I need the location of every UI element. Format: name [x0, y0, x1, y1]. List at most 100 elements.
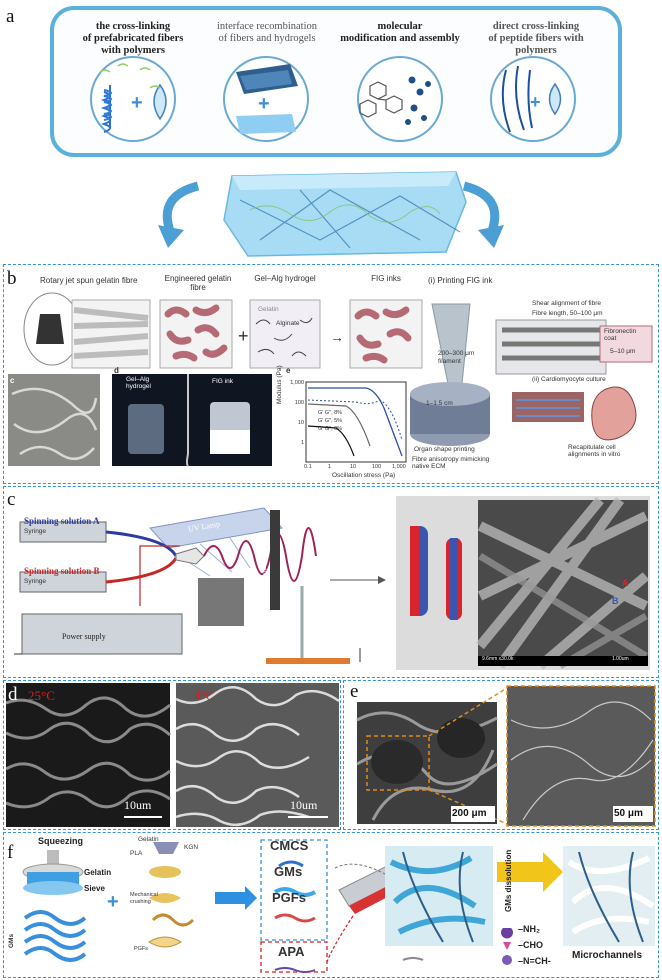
panel-c-label: c [7, 489, 16, 510]
panel-c-graphic [14, 496, 650, 670]
xtick-1: 0.1 [304, 464, 312, 470]
method-4-line1: direct cross-linking [492, 21, 580, 32]
method-3-line2: modification and assembly [340, 33, 460, 44]
organ-size: 1–1.5 cm [426, 400, 453, 407]
method-1-line1: the cross-linking [95, 21, 171, 32]
panel-b-label: b [7, 268, 17, 289]
xtick-4: 100 [372, 464, 382, 470]
temp-left: 25°C [28, 688, 55, 703]
anisotropy-label: Fibre anisotropy mimicking native ECM [412, 456, 490, 470]
plot-ylabel: Modulus (Pa) [276, 365, 283, 404]
squeezing-label: Squeezing [38, 836, 84, 846]
sem-mark-a: A [622, 578, 629, 588]
svg-text:→: → [330, 329, 344, 345]
alginate-label: Alginate [276, 320, 300, 327]
shear-title: Shear alignment of fibre [532, 300, 602, 307]
pgfs-small-label: PGFs [134, 946, 149, 952]
ytick-2: 100 [294, 400, 304, 406]
microchannels-label: Microchannels [572, 950, 643, 961]
method-3-line1: molecular [377, 21, 423, 32]
method-1-text: the cross-linking of prefabricated fiber… [74, 21, 192, 57]
scale-d-right: 10um [290, 798, 318, 812]
sub-e-label: e [286, 366, 291, 375]
panel-b-frame [3, 264, 659, 484]
panel-c-frame [3, 486, 659, 678]
kgn-label: KGN [184, 844, 199, 851]
comp-pgfs: PGFs [272, 890, 306, 905]
gelatin-top-label: Gelatin [138, 836, 159, 843]
sem-mark-b: B [612, 596, 619, 606]
svg-text:+: + [107, 891, 119, 913]
svg-text:+: + [258, 93, 270, 115]
step-engineered: Engineered gelatin fibre [164, 274, 232, 292]
comp-cmcs: CMCS [270, 838, 309, 853]
scale-d-left: 10um [124, 798, 152, 812]
vial-left: Gel–Alg hydrogel [126, 376, 151, 390]
gms-side-label: GMs [8, 933, 15, 948]
power-supply-label: Power supply [62, 632, 106, 641]
step-gelalg: Gel–Alg hydrogel [254, 274, 316, 283]
panel-d-label: d [8, 684, 18, 705]
collector-label: Collector [261, 552, 268, 577]
panel-e-frame [343, 680, 659, 830]
group-nh2: –NH₂ [518, 924, 541, 934]
svg-text:+: + [131, 92, 143, 114]
syringe-a: Syringe [24, 528, 47, 535]
legend-0: G′ G″, 0% [318, 426, 343, 432]
gelatin-label: Gelatin [258, 306, 279, 313]
panel-e-graphic [356, 685, 656, 827]
method-4-text: direct cross-linking of peptide fibers w… [470, 21, 602, 57]
group-nch: –N=CH- [518, 956, 551, 966]
ytick-3: 10 [297, 420, 304, 426]
sub-c-label: c [10, 376, 15, 385]
panel-d-frame [3, 680, 341, 830]
method-2-text: interface recombination of fibers and hy… [206, 21, 328, 45]
sub-d-label: d [114, 366, 119, 375]
sieve-label: Sieve [84, 884, 105, 893]
panel-e-label: e [350, 681, 359, 702]
method-1-line2: of prefabricated fibers with polymers [82, 33, 184, 56]
scale-e-right: 50 μm [614, 808, 643, 819]
panel-a-graphic: + + + [50, 6, 622, 257]
gelatin-label-f: Gelatin [84, 868, 112, 877]
vial-right: FIG ink [212, 378, 233, 385]
solution-a: Spinning solution A [24, 516, 100, 526]
fibre-length: Fibre length, 50–100 μm [532, 310, 603, 317]
plot-xlabel: Oscillation stress (Pa) [332, 472, 396, 479]
filament-label: 200–300 μm filament [438, 350, 475, 365]
printing-title: (i) Printing FIG ink [428, 276, 493, 285]
group-cho: –CHO [518, 940, 544, 950]
recapitulate-label: Recapitulate cell alignments in vitro [568, 444, 621, 458]
xtick-5: 1,000 [392, 464, 406, 470]
legend-8: G′ G″, 8% [318, 410, 343, 416]
panel-f-frame [3, 832, 659, 978]
comp-apa: APA [278, 944, 305, 959]
legend-5: G′ G″, 5% [318, 418, 343, 424]
svg-text:+: + [238, 326, 249, 346]
method-3-text: molecular modification and assembly [340, 21, 460, 45]
temp-right: 4°C [194, 688, 215, 703]
ytick-1: 1,000 [290, 380, 304, 386]
solution-b: Spinning solution B [24, 566, 100, 576]
panel-f-label: f [7, 842, 14, 863]
crushing-label: Mechanical crushing [130, 892, 158, 905]
panel-b-graphic: + → [8, 292, 653, 467]
panel-a-label: a [6, 6, 15, 27]
organ-printing: Organ shape printing [414, 446, 475, 453]
sem-scale: 1.00um [612, 656, 629, 662]
step-fig: FIG inks [371, 274, 401, 283]
coat-thickness: 5–10 μm [610, 348, 636, 355]
method-2-line1: interface recombination [217, 21, 317, 32]
ytick-4: 1 [300, 440, 304, 446]
svg-text:+: + [530, 92, 541, 112]
dissolution-label: GMs dissolution [504, 849, 513, 912]
xtick-2: 1 [328, 464, 332, 470]
panel-d-graphic [6, 683, 339, 827]
method-2-line2: of fibers and hydrogels [218, 33, 316, 44]
step-rotary: Rotary jet spun gelatin fibre [40, 276, 138, 285]
pla-label: PLA [130, 850, 143, 857]
scale-e-left: 200 μm [452, 808, 487, 819]
sem-footer: 9.6mm x30.0k [482, 656, 514, 662]
syringe-b: Syringe [24, 578, 47, 585]
culture-label: (ii) Cardiomyocyte culture [532, 376, 606, 383]
